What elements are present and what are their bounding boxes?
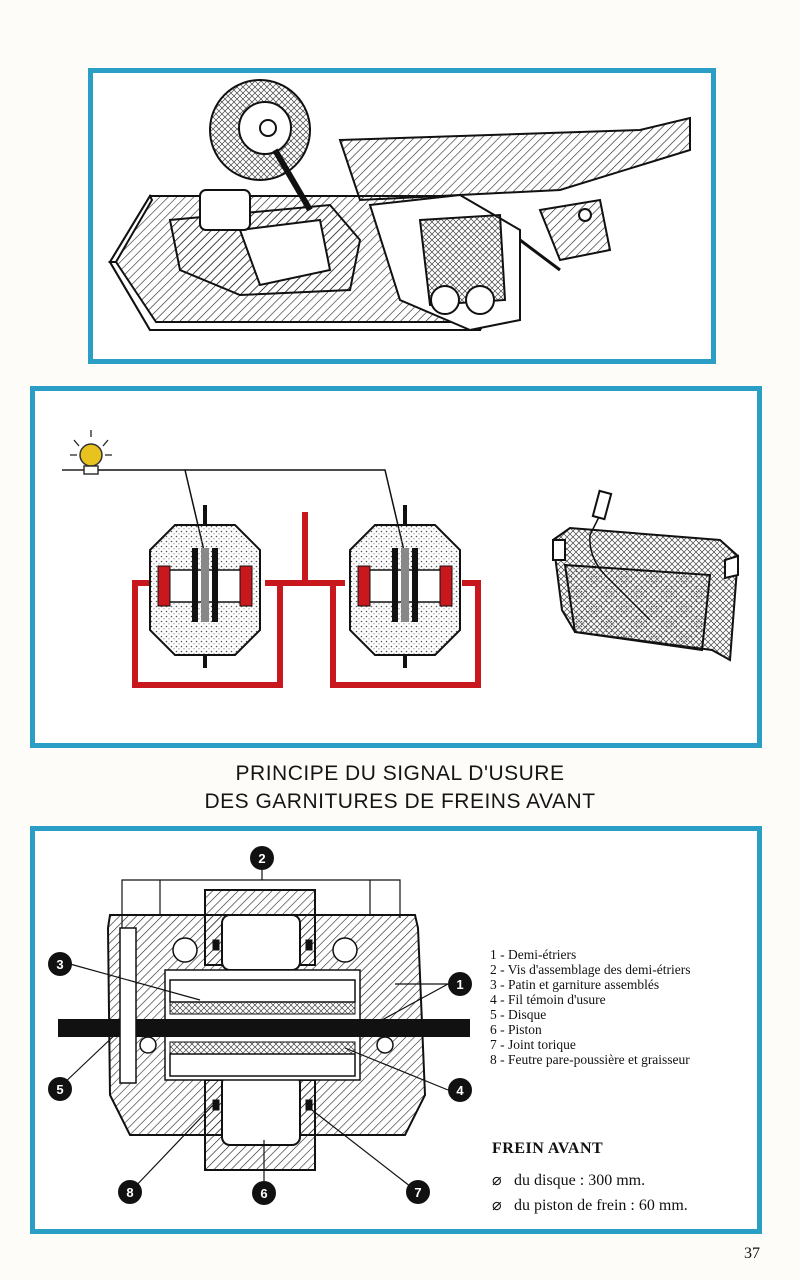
callout-7: 7	[406, 1180, 430, 1204]
piston-diameter-spec: ⌀ du piston de frein : 60 mm.	[492, 1195, 688, 1215]
callout-6: 6	[252, 1181, 276, 1205]
callout-8: 8	[118, 1180, 142, 1204]
callout-2: 2	[250, 846, 274, 870]
caption-line-1: PRINCIPE DU SIGNAL D'USURE	[235, 762, 565, 785]
callout-5: 5	[48, 1077, 72, 1101]
legend-item: 4 - Fil témoin d'usure	[490, 992, 606, 1007]
hydraulic-line	[132, 512, 481, 688]
diameter-symbol: ⌀	[492, 1197, 502, 1214]
brake-assembly-illustration	[108, 79, 691, 332]
svg-text:7: 7	[414, 1185, 421, 1200]
piston-diameter-text: du piston de frein : 60 mm.	[514, 1197, 688, 1214]
disc-diameter-spec: ⌀ du disque : 300 mm.	[492, 1170, 645, 1190]
legend-item: 7 - Joint torique	[490, 1037, 576, 1052]
parts-legend: 1 - Demi-étriers 2 - Vis d'assemblage de…	[490, 947, 690, 1067]
callout-markers: 1 2 3 4 5 6 7 8	[48, 846, 472, 1205]
left-caliper-diagram	[149, 505, 261, 668]
legend-item: 1 - Demi-étriers	[490, 947, 577, 962]
svg-text:8: 8	[126, 1185, 133, 1200]
legend-item: 5 - Disque	[490, 1007, 547, 1022]
brake-pad-illustration	[551, 489, 740, 662]
caliper-section-drawing	[58, 870, 470, 1191]
callout-1: 1	[448, 972, 472, 996]
frein-avant-title: FREIN AVANT	[492, 1140, 604, 1157]
wear-signal-circuit	[62, 430, 740, 688]
svg-text:1: 1	[456, 977, 463, 992]
legend-item: 6 - Piston	[490, 1022, 542, 1037]
callout-4: 4	[448, 1078, 472, 1102]
diameter-symbol: ⌀	[492, 1172, 502, 1189]
svg-text:5: 5	[56, 1082, 63, 1097]
legend-item: 2 - Vis d'assemblage des demi-étriers	[490, 962, 691, 977]
legend-item: 3 - Patin et garniture assemblés	[490, 977, 660, 992]
disc-diameter-text: du disque : 300 mm.	[514, 1172, 646, 1189]
callout-3: 3	[48, 952, 72, 976]
legend-item: 8 - Feutre pare-poussière et graisseur	[490, 1052, 690, 1067]
svg-text:6: 6	[260, 1186, 267, 1201]
right-caliper-diagram	[349, 505, 461, 668]
page-number: 37	[744, 1245, 760, 1262]
svg-text:3: 3	[56, 957, 63, 972]
svg-text:2: 2	[258, 851, 265, 866]
caption-line-2: DES GARNITURES DE FREINS AVANT	[204, 790, 596, 813]
svg-text:4: 4	[456, 1083, 464, 1098]
warning-lamp-icon	[62, 430, 112, 475]
